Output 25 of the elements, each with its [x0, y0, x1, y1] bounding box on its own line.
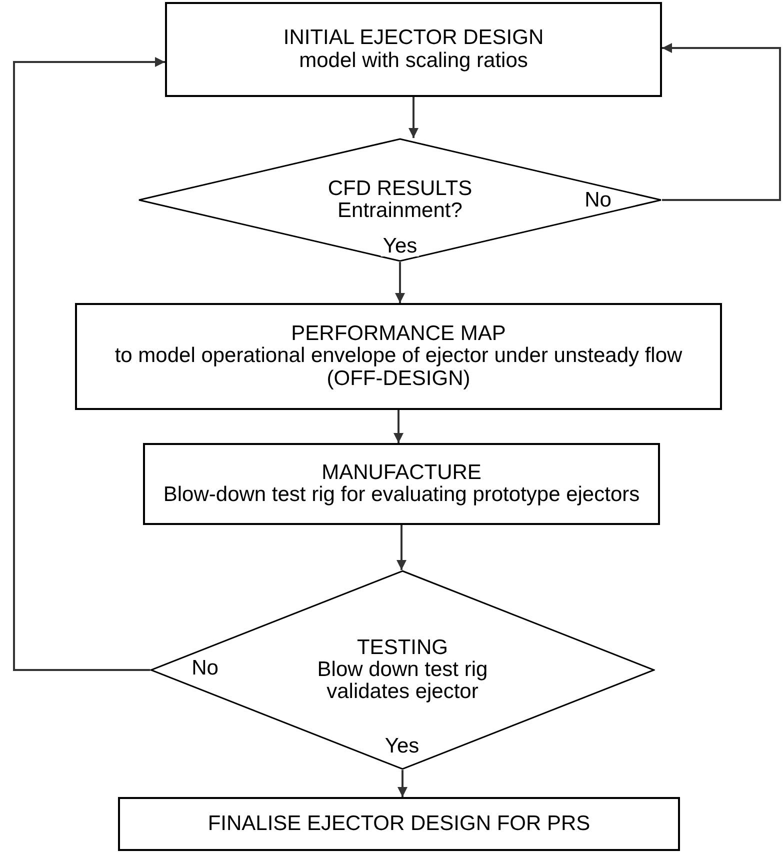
node-heading: INITIAL EJECTOR DESIGN — [283, 27, 544, 50]
node-heading: PERFORMANCE MAP — [291, 323, 506, 346]
arrow — [662, 43, 781, 201]
arrow — [408, 97, 418, 138]
node-text: Entrainment? — [338, 200, 462, 222]
process-box — [75, 303, 722, 410]
process-box — [118, 797, 680, 851]
edge-label: Yes — [380, 236, 420, 256]
process-box — [143, 443, 660, 525]
node-heading: CFD RESULTS — [328, 178, 472, 200]
arrow — [394, 410, 404, 443]
arrow — [398, 770, 408, 797]
node-text: Blow down test rig validates ejector — [316, 658, 489, 704]
arrow — [395, 262, 405, 303]
node-text: model with scaling ratios — [299, 50, 528, 72]
arrow — [13, 57, 165, 671]
arrow — [396, 525, 406, 570]
node-text: to model operational envelope of ejector under unsteady flow (OFF-DESIGN) — [114, 345, 684, 390]
node-heading: FINALISE EJECTOR DESIGN FOR PRS — [208, 812, 590, 836]
node-heading: MANUFACTURE — [322, 462, 482, 484]
node-text: Blow-down test rig for evaluating prototype ejectors — [163, 484, 640, 506]
decision-diamond — [150, 570, 655, 770]
process-box — [165, 2, 662, 97]
node-heading: TESTING — [356, 636, 448, 659]
decision-diamond — [138, 138, 662, 262]
